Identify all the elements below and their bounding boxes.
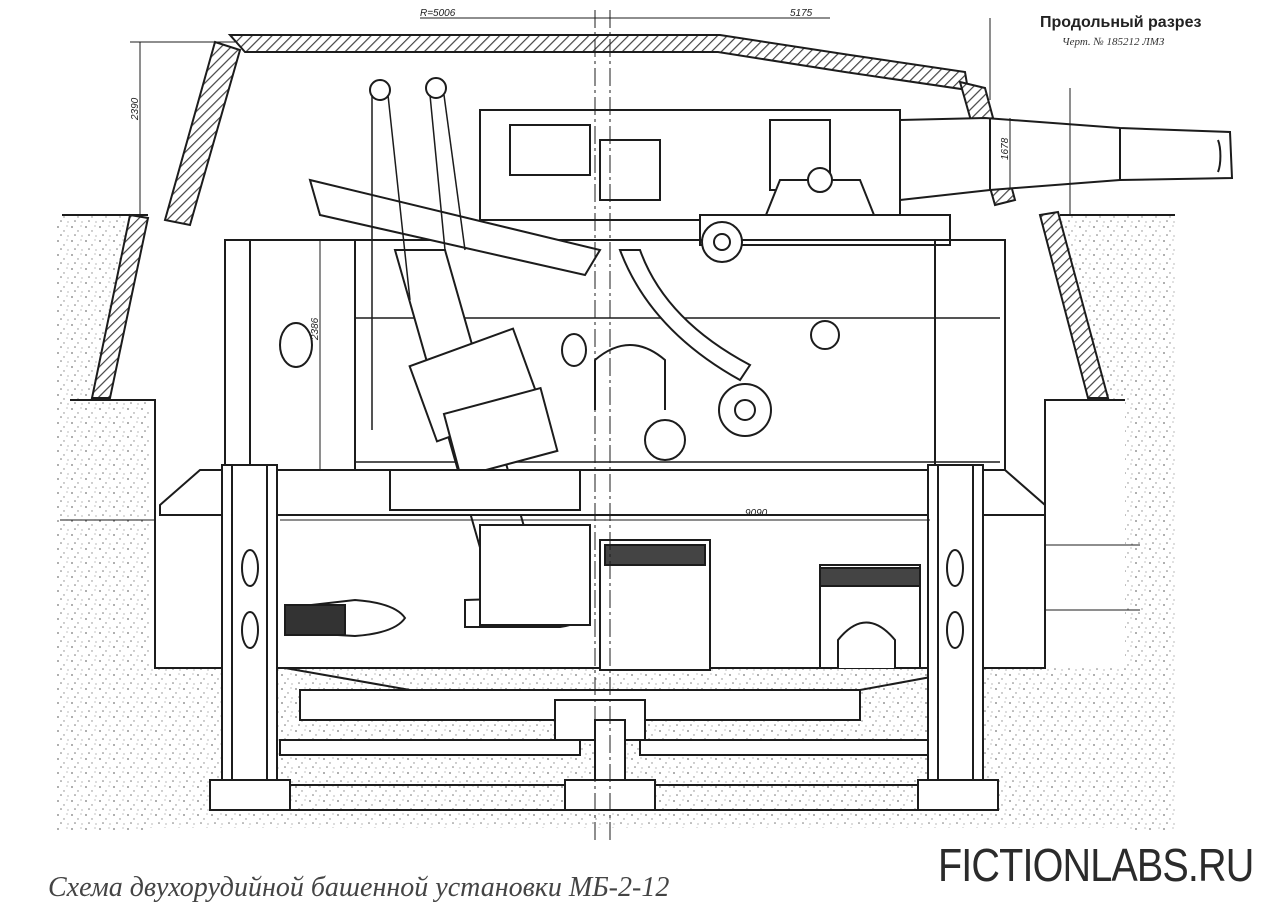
dim-barrel-diameter: 1678 [1000,137,1011,160]
hoist-pulleys [369,77,840,461]
dim-height-upper: 2390 [130,97,141,121]
shell-room [284,524,921,671]
dimension-lines [130,17,1071,521]
gun-barrel [899,116,1234,202]
figure-caption: Схема двухорудийной башенной установки М… [48,872,670,903]
dim-top-span: 5175 [790,8,813,19]
turret-frame [224,239,1006,473]
sheet-number: Черт. № 185212 ЛМЗ [1062,36,1165,48]
dim-radius: R=5006 [420,8,456,19]
drawing-title: Продольный разрез [1040,14,1202,31]
site-watermark: FICTIONLABS.RU [938,839,1254,891]
lower-platform [159,469,1046,811]
gun-cradle [479,109,951,246]
axis-lines [500,10,720,840]
dim-base-span: 9090 [745,508,768,519]
dim-height-middle: 2386 [310,317,321,341]
support-columns [209,464,999,811]
